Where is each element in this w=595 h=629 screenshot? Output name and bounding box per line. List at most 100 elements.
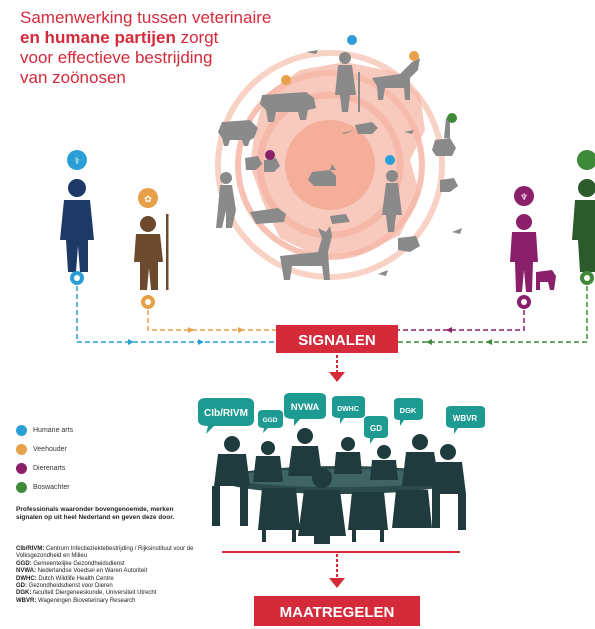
toddler-icon [398,236,420,252]
meeting-person-icon [334,437,362,474]
professional-forester [572,150,595,285]
professional-human-doctor: ⚕ [60,150,94,285]
map-markers [265,35,457,165]
legend-item: Boswachter [16,479,206,495]
elderly-person-icon [335,52,360,112]
legend: Humane arts Veehouder Dierenarts Boswach… [16,422,206,498]
abbreviation-item: WBVR: Wageningen Bioveterinary Research [16,598,216,605]
abbreviation-key: NVWA: [16,568,36,575]
legend-label: Humane arts [33,426,74,434]
professionals-note: Professionals waaronder bovengenoemde, m… [16,506,175,521]
legend-label: Veehouder [33,445,67,453]
marker-icon [281,75,291,85]
abbreviation-text: Wageningen Bioveterinary Research [36,597,136,604]
abbreviation-key: GD: [16,583,27,590]
meeting-table-illustration [212,428,466,544]
chicken-icon [264,158,280,172]
meeting-chair-icon [392,490,432,528]
farmer-icon [16,443,27,455]
marker-icon [265,150,275,160]
abbreviation-key: DGK: [16,590,32,597]
abbreviation-text: Gezondheidsdienst voor Dieren [27,583,113,590]
org-label: DWHC [337,406,359,413]
org-label: WBVR [453,414,478,423]
abbreviation-item: NVWA: Nederlandse Voedsel en Waren Autor… [16,568,216,575]
mosquito-icon [404,130,414,134]
org-label: DGK [400,406,417,415]
org-label: GGD [263,417,278,424]
professional-farmer: ✿ [134,188,169,309]
meeting-person-icon [432,444,466,530]
abbreviation-item: GGD: Gemeentelijke Gezondheidsdienst [16,561,216,568]
abbreviation-item: DGK: faculteit Diergeneeskunde, Universi… [16,590,216,597]
animal-silhouettes [216,50,462,280]
legend-item: Dierenarts [16,460,206,476]
dog-walker-icon [216,172,286,228]
abbreviation-key: DWHC: [16,575,37,582]
organization-bubbles: CIb/RIVM GGD NVWA DWHC GD DGK WBVR [198,393,485,444]
meeting-person-icon [402,434,440,528]
title-rest: zorgt [175,28,219,47]
marker-icon [409,51,419,61]
abbreviation-text: faculteit Diergeneeskunde, Universiteit … [31,590,157,597]
signal-flow-lines [76,286,588,343]
title-bold: en humane partijen [20,28,176,47]
chicken-icon [440,178,458,192]
signal-line-orange [147,310,276,331]
abbreviation-text: Nederlandse Voedsel en Waren Autoriteit [36,568,148,575]
signals-box [276,325,398,353]
mosquito-icon [306,50,318,54]
cow-icon [260,92,316,122]
abbreviation-item: CIb/RIVM: Centrum Infectieziektebestrijd… [16,546,216,561]
meeting-person-icon [298,468,346,544]
abbreviation-key: GGD: [16,560,32,567]
chicken-icon [245,156,262,170]
abbreviation-item: DWHC: Dutch Wildlife Health Centre [16,576,216,583]
title-line-3: voor effectieve bestrijding [20,48,213,67]
meeting-chair-icon [348,492,388,542]
professional-veterinarian: ♆ [510,186,556,309]
legend-item: Veehouder [16,441,206,457]
horse-icon [372,58,420,100]
meeting-person-icon [370,445,398,480]
svg-text:✿: ✿ [144,195,152,205]
org-bubble-gd: GD [364,416,388,444]
org-bubble-ggd: GGD [258,410,283,433]
abbreviation-key: CIb/RIVM: [16,546,45,552]
signal-line-green [398,286,588,343]
forester-icon [16,481,27,493]
org-label: NVWA [291,402,320,413]
meeting-person-icon [253,441,283,482]
marker-icon [447,113,457,123]
meeting-chair-icon [258,488,300,542]
legend-label: Boswachter [33,483,70,491]
abbreviation-text: Centrum Infectieziektebestrijding / Rijk… [16,546,194,560]
marker-icon [385,155,395,165]
abbreviations-list: CIb/RIVM: Centrum Infectieziektebestrijd… [16,546,216,605]
measures-box [254,596,420,626]
title-line-1: Samenwerking tussen veterinaire [20,8,272,27]
human-doctor-icon [16,424,27,436]
abbreviation-item: GD: Gezondheidsdienst voor Dieren [16,583,216,590]
rat-icon [342,122,378,134]
veterinarian-icon [16,462,27,474]
arrow-down-icon [329,355,345,382]
deer-icon [280,226,332,280]
arrow-down-icon [329,554,345,588]
org-bubble-cib-rivm: CIb/RIVM [198,398,254,434]
abbreviation-text: Dutch Wildlife Health Centre [36,575,114,582]
org-bubble-dwhc: DWHC [332,396,365,424]
page-title: Samenwerking tussen veterinaire en human… [20,8,320,88]
abbreviation-text: Gemeentelijke Gezondheidsdienst [31,560,125,567]
measures-label: MAATREGELEN [280,604,395,621]
legend-label: Dierenarts [33,464,66,472]
mosquito-icon [378,270,388,276]
svg-text:⚕: ⚕ [74,156,79,167]
child-icon [382,170,402,232]
signal-line-arrows [128,327,492,345]
signal-line-blue [76,286,276,343]
org-label: GD [370,424,382,433]
title-line-4: van zoönosen [20,68,126,87]
abbreviation-key: WBVR: [16,597,37,604]
